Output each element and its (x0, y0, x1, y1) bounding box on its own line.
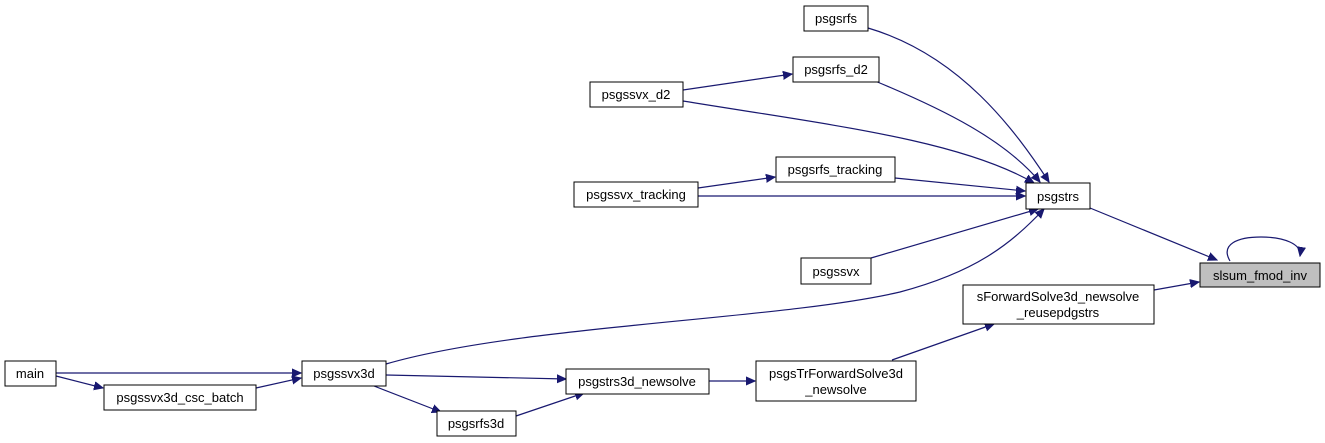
edge-psgsrfs3d-psgstrs3d (515, 393, 584, 417)
svg-text:psgssvx_tracking: psgssvx_tracking (586, 187, 686, 202)
node-slsum-fmod-inv[interactable]: slsum_fmod_inv (1199, 262, 1321, 288)
svg-text:_newsolve: _newsolve (804, 382, 866, 397)
edges (55, 27, 1300, 417)
edge-psgssvxd2-psgsrfsd2 (682, 74, 792, 91)
node-psgssvx-tracking[interactable]: psgssvx_tracking (573, 181, 699, 208)
edge-psgstrs-slsum (1089, 207, 1217, 260)
node-psgstrs[interactable]: psgstrs (1025, 182, 1091, 210)
edge-slsum-self (1226, 236, 1300, 262)
svg-text:psgssvx_d2: psgssvx_d2 (602, 87, 671, 102)
node-psgsrfs-tracking[interactable]: psgsrfs_tracking (775, 156, 896, 183)
svg-text:psgstrs3d_newsolve: psgstrs3d_newsolve (578, 374, 696, 389)
edge-psgsrfsd2-psgstrs (874, 80, 1040, 182)
node-psgssvx[interactable]: psgssvx (800, 257, 872, 285)
node-sforwardsolve3d-newsolve-reusepdgstrs[interactable]: sForwardSolve3d_newsolve _reusepdgstrs (962, 284, 1155, 325)
node-psgstrforwardsolve3d-newsolve[interactable]: psgsTrForwardSolve3d _newsolve (755, 360, 917, 402)
svg-text:slsum_fmod_inv: slsum_fmod_inv (1213, 268, 1307, 283)
node-psgsrfs[interactable]: psgsrfs (803, 5, 869, 32)
svg-text:psgssvx: psgssvx (813, 264, 860, 279)
edge-batch-psgssvx3d (255, 378, 301, 389)
svg-text:_reusepdgstrs: _reusepdgstrs (1016, 305, 1100, 320)
edge-psgssvx3d-psgstrs (385, 209, 1044, 365)
edge-psgssvx3d-psgsrfs3d (373, 385, 441, 412)
svg-text:psgsrfs: psgsrfs (815, 11, 857, 26)
node-psgssvx3d-csc-batch[interactable]: psgssvx3d_csc_batch (103, 384, 257, 411)
svg-text:psgssvx3d: psgssvx3d (313, 366, 374, 381)
svg-text:psgsrfs3d: psgsrfs3d (448, 416, 504, 431)
node-psgsrfs3d[interactable]: psgsrfs3d (436, 410, 517, 437)
node-psgstrs3d-newsolve[interactable]: psgstrs3d_newsolve (565, 368, 710, 395)
edge-psgssvx-psgstrs (870, 209, 1038, 259)
svg-text:sForwardSolve3d_newsolve: sForwardSolve3d_newsolve (977, 289, 1140, 304)
svg-text:psgstrs: psgstrs (1037, 189, 1079, 204)
node-psgsrfs-d2[interactable]: psgsrfs_d2 (792, 56, 880, 83)
edge-main-batch (55, 375, 103, 388)
edge-psgssvx3d-psgstrs3d (385, 375, 566, 379)
svg-text:main: main (16, 366, 44, 381)
node-psgssvx3d[interactable]: psgssvx3d (301, 360, 387, 387)
svg-text:psgsTrForwardSolve3d: psgsTrForwardSolve3d (769, 366, 903, 381)
edge-psgsrfs-psgstrs (867, 27, 1049, 182)
svg-text:psgsrfs_d2: psgsrfs_d2 (804, 62, 868, 77)
svg-text:psgssvx3d_csc_batch: psgssvx3d_csc_batch (116, 390, 243, 405)
svg-text:psgsrfs_tracking: psgsrfs_tracking (788, 162, 883, 177)
node-main[interactable]: main (4, 360, 57, 387)
edge-psgsrfstracking-psgstrs (894, 177, 1025, 191)
edge-psgsTr-sfwd (891, 324, 994, 361)
node-psgssvx-d2[interactable]: psgssvx_d2 (589, 81, 684, 108)
edge-sfwd-slsum (1153, 282, 1199, 291)
edge-psgssvxd2-psgstrs (682, 100, 1034, 183)
edge-psgssvxtracking-psgsrfstracking (697, 177, 775, 189)
